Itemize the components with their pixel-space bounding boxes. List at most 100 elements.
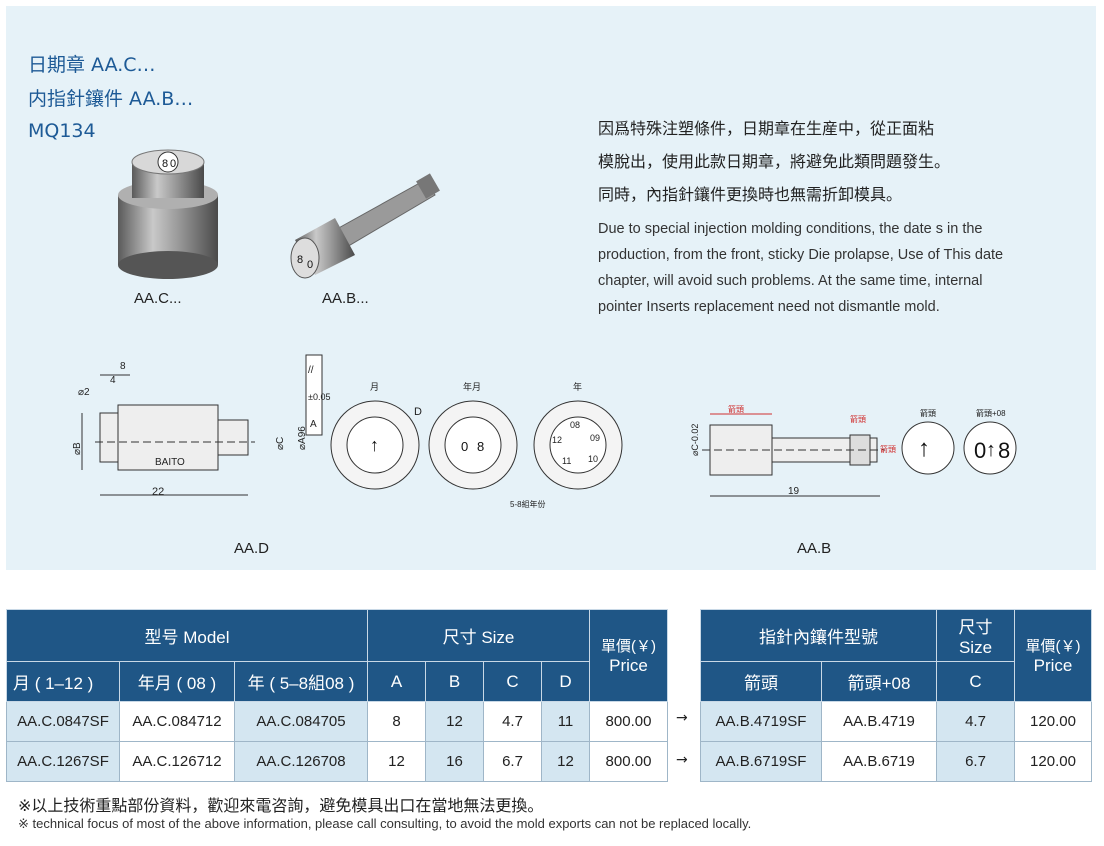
svg-text:↑: ↑ <box>918 435 930 462</box>
cell-year: AA.C.084705 <box>234 701 368 742</box>
header-insert-model: 指針內鑲件型號 <box>700 609 937 662</box>
tol-frame-parallel: // <box>308 365 314 376</box>
tol-frame-value: ±0.05 <box>308 392 330 402</box>
dim-8: 8 <box>120 361 126 372</box>
dim-D: D <box>414 406 422 418</box>
col-arrow: 箭頭 <box>700 661 822 702</box>
col-C: C <box>936 661 1015 702</box>
aac-model-table: 型号 Model 尺寸 Size 單價(￥) Price 月 ( 1–12 ) … <box>6 609 668 782</box>
cell-yearmonth: AA.C.126712 <box>119 741 235 782</box>
title-line2: 内指針鑲件 AA.B… <box>28 88 194 110</box>
cell-price: 800.00 <box>589 701 668 742</box>
cell-C: 4.7 <box>936 701 1015 742</box>
svg-text:↑: ↑ <box>986 439 996 461</box>
label-side: 箭頭 <box>880 444 896 454</box>
dim-c-tol: ⌀C-0.02 <box>690 424 700 456</box>
col-D: D <box>541 661 590 702</box>
svg-text:0: 0 <box>307 259 313 271</box>
price-cn: 單價(￥) <box>601 638 656 655</box>
aab-product-photo: 8 0 <box>290 173 440 279</box>
price-en: Price <box>609 656 648 675</box>
tol-frame-datum: A <box>310 419 317 430</box>
note-english: ※ technical focus of most of the above i… <box>18 816 752 831</box>
svg-text:0: 0 <box>170 158 176 170</box>
aab-caption: AA.B <box>797 540 832 557</box>
cell-arrow08: AA.B.4719 <box>821 701 937 742</box>
col-month: 月 ( 1–12 ) <box>6 661 120 702</box>
icon1-label: 箭頭 <box>920 408 936 418</box>
aac-product-photo: 8 0 <box>118 149 218 279</box>
dial1-label: 月 <box>370 382 379 392</box>
header-price: 單價(￥) Price <box>589 609 668 702</box>
dial2-center2: 8 <box>477 439 484 454</box>
title-model-code: MQ134 <box>28 120 96 142</box>
label-head2: 箭頭 <box>850 414 866 424</box>
dial3-note: 5-8組年份 <box>510 499 546 509</box>
icon2-left: 0 <box>974 438 986 463</box>
dim-phi2: ⌀2 <box>78 387 90 398</box>
svg-text:↑: ↑ <box>370 435 379 455</box>
chinese-description: 因爲特殊注塑條件，日期章在生産中，從正面粘 模脫出，使用此款日期章，將避免此類問… <box>598 112 1038 211</box>
col-arrow08: 箭頭+08 <box>821 661 937 702</box>
price-en: Price <box>1033 656 1073 675</box>
cell-month: AA.C.1267SF <box>6 741 120 782</box>
col-B: B <box>425 661 484 702</box>
cell-arrow08: AA.B.6719 <box>821 741 937 782</box>
size-en: Size <box>958 638 993 657</box>
cell-B: 16 <box>425 741 484 782</box>
cn-desc-line: 同時，內指針鑲件更換時也無需折卸模具。 <box>598 185 903 204</box>
size-cn: 尺寸 <box>958 618 993 637</box>
table-row: AA.C.0847SF AA.C.084712 AA.C.084705 8 12… <box>6 701 668 742</box>
col-year: 年 ( 5–8組08 ) <box>234 661 368 702</box>
cell-arrow: AA.B.4719SF <box>700 701 822 742</box>
svg-text:8: 8 <box>297 254 303 266</box>
cell-D: 11 <box>541 701 590 742</box>
aad-technical-drawing: 8 4 ⌀2 ⌀B BAITO 22 ⌀C ⌀A96 // ±0.05 A 月 … <box>72 354 623 509</box>
aab-model-table: 指針內鑲件型號 尺寸 Size 單價(￥) Price 箭頭 箭頭+08 C A… <box>700 609 1092 782</box>
cell-arrow: AA.B.6719SF <box>700 741 822 782</box>
brand-label: BAITO <box>155 457 185 468</box>
cell-price: 800.00 <box>589 741 668 782</box>
row-arrow: → <box>676 752 688 768</box>
cell-price: 120.00 <box>1014 741 1092 782</box>
aac-photo-caption: AA.C... <box>134 290 182 307</box>
dial3-number: 09 <box>590 433 600 443</box>
icon2-label: 箭頭+08 <box>976 408 1006 418</box>
cell-C: 6.7 <box>936 741 1015 782</box>
row-arrow: → <box>676 710 688 726</box>
dim-phiB: ⌀B <box>72 442 83 455</box>
cell-month: AA.C.0847SF <box>6 701 120 742</box>
aad-caption: AA.D <box>234 540 270 557</box>
english-description: Due to special injection molding conditi… <box>598 221 1004 315</box>
col-C: C <box>483 661 542 702</box>
dim-C: ⌀C <box>275 437 286 450</box>
label-head1: 箭頭 <box>728 404 744 414</box>
note-chinese: ※以上技術重點部份資料，歡迎來電咨詢，避免模具出口在當地無法更換。 <box>18 796 544 815</box>
dial3-number: 08 <box>570 420 580 430</box>
col-yearmonth: 年月 ( 08 ) <box>119 661 235 702</box>
col-A: A <box>367 661 426 702</box>
dim-19: 19 <box>788 486 800 497</box>
dial3-number: 12 <box>552 435 562 445</box>
dial3-number: 11 <box>562 456 571 466</box>
cell-C: 4.7 <box>483 701 542 742</box>
price-cn: 單價(￥) <box>1025 638 1081 655</box>
svg-text:8: 8 <box>162 158 168 170</box>
header-model: 型号 Model <box>6 609 368 662</box>
cn-desc-line: 模脫出，使用此款日期章，將避免此類問題發生。 <box>598 152 951 171</box>
cell-C: 6.7 <box>483 741 542 782</box>
table-row: AA.B.4719SF AA.B.4719 4.7 120.00 <box>700 701 1092 742</box>
header-price: 單價(￥) Price <box>1014 609 1092 702</box>
table-row: AA.C.1267SF AA.C.126712 AA.C.126708 12 1… <box>6 741 668 782</box>
header-size: 尺寸 Size <box>936 609 1015 662</box>
cell-B: 12 <box>425 701 484 742</box>
cell-A: 8 <box>367 701 426 742</box>
cell-A: 12 <box>367 741 426 782</box>
title-line1: 日期章 AA.C… <box>28 54 156 76</box>
aab-photo-caption: AA.B... <box>322 290 369 307</box>
dial3-label: 年 <box>573 381 582 392</box>
table-row: AA.B.6719SF AA.B.6719 6.7 120.00 <box>700 741 1092 782</box>
cell-yearmonth: AA.C.084712 <box>119 701 235 742</box>
dial2-center: 0 <box>461 439 468 454</box>
aab-technical-drawing: 箭頭 箭頭 箭頭 ⌀C-0.02 19 ↑ 箭頭 0 ↑ 8 箭頭+08 <box>690 404 1017 497</box>
